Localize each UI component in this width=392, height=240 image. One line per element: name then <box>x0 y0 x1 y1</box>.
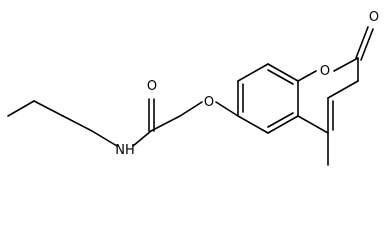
bond-pyr-6 <box>297 115 329 134</box>
bond-benz-3-inner <box>267 69 294 85</box>
butyl-chain <box>7 100 118 147</box>
bond-pyr-2 <box>333 57 359 72</box>
benzene-ring <box>237 63 299 134</box>
structure-canvas: O O NH O O <box>7 10 379 166</box>
bond-butyl-1 <box>7 100 35 117</box>
bond-ch2-ether-o <box>179 101 203 117</box>
bond-butyl-2 <box>33 100 64 117</box>
atom-labels: O O NH O O <box>115 10 379 158</box>
bond-pyr-1 <box>297 70 317 82</box>
bond-benz-2 <box>237 63 269 82</box>
atom-ring-oxygen: O <box>320 64 330 79</box>
bond-butyl-n <box>91 130 118 147</box>
bond-benz-5-inner <box>267 112 294 128</box>
bond-benz-5 <box>267 115 299 134</box>
atom-lactone-oxygen: O <box>369 10 379 25</box>
atom-carbonyl-oxygen: O <box>147 79 157 94</box>
bond-n-carbonyl <box>132 130 152 147</box>
chemical-structure: O O NH O O <box>7 10 379 166</box>
bond-butyl-3 <box>62 115 93 132</box>
bond-carbonyl-ch2 <box>150 115 181 132</box>
bond-benz-6 <box>237 115 269 134</box>
bond-lactone-double-b <box>360 28 374 61</box>
bond-lactone-double-a <box>355 26 369 59</box>
atom-amide-nitrogen: NH <box>115 143 135 158</box>
bond-ether-o-ring <box>215 101 239 117</box>
amide-linker <box>132 98 239 147</box>
pyranone-ring <box>297 26 374 134</box>
atom-ether-oxygen: O <box>204 95 214 110</box>
bond-pyr-4 <box>327 80 359 99</box>
bond-benz-3 <box>267 63 299 82</box>
